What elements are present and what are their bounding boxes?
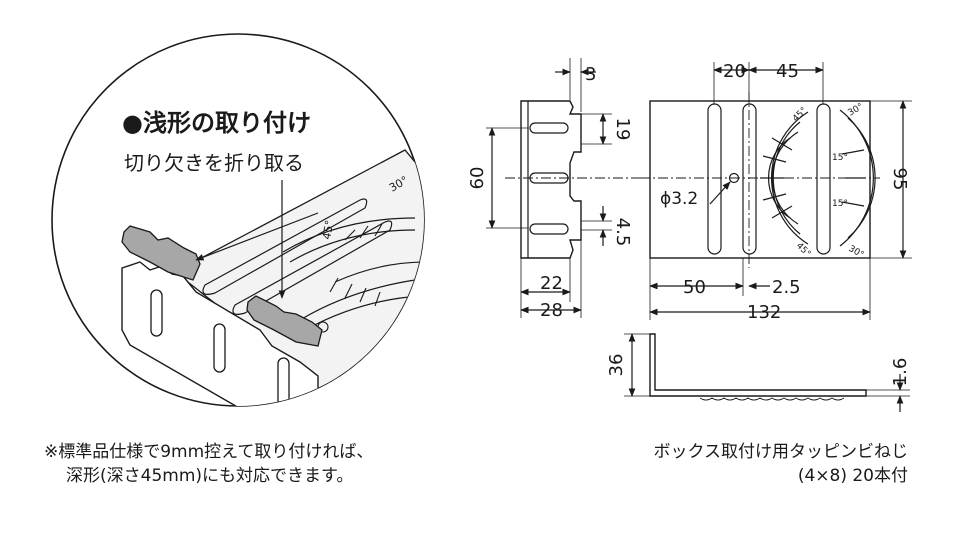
dim-95: 95: [889, 168, 910, 191]
note-left-line1: ※標準品仕様で9mm控えて取り付ければ、: [44, 442, 374, 462]
dim-phi-3-2: ϕ3.2: [660, 189, 698, 209]
l-profile-view: [624, 333, 910, 412]
dim-4-5: 4.5: [612, 218, 633, 247]
dim-45: 45: [776, 61, 799, 82]
detail-circle: 30° 45° ●浅形の取り付け 切り欠きを折り取る: [51, 33, 425, 407]
bracket-illustration: 30° 45°: [121, 149, 424, 406]
dim-20: 20: [723, 61, 746, 82]
note-left: ※標準品仕様で9mm控えて取り付ければ、 深形(深さ45mm)にも対応できます。: [44, 440, 373, 488]
angle-label-45: 45°: [320, 219, 336, 240]
break-arrow: [195, 212, 319, 261]
side-view: [486, 58, 650, 318]
dim-36: 36: [606, 354, 627, 377]
dim-132: 132: [747, 302, 781, 323]
dim-2-5: 2.5: [772, 277, 801, 298]
note-right: ボックス取付け用タッピンビねじ (4×8) 20本付: [654, 440, 909, 488]
note-right-line1: ボックス取付け用タッピンビねじ: [653, 442, 909, 462]
circle-instruction: 切り欠きを折り取る: [124, 151, 304, 175]
front-view: [640, 62, 912, 320]
angle-label-15-top: 15°: [832, 153, 848, 163]
dim-28: 28: [540, 300, 563, 321]
note-right-line2: (4×8) 20本付: [797, 466, 908, 486]
angle-label-15-bottom: 15°: [832, 199, 848, 209]
dim-3: 3: [585, 64, 596, 85]
circle-heading: ●浅形の取り付け: [122, 109, 311, 137]
dim-1-6: 1.6: [890, 358, 911, 387]
dim-22: 22: [540, 273, 563, 294]
dim-50: 50: [683, 277, 706, 298]
note-left-line2: 深形(深さ45mm)にも対応できます。: [66, 466, 354, 486]
dim-60: 60: [467, 167, 488, 190]
dim-19: 19: [612, 118, 633, 141]
